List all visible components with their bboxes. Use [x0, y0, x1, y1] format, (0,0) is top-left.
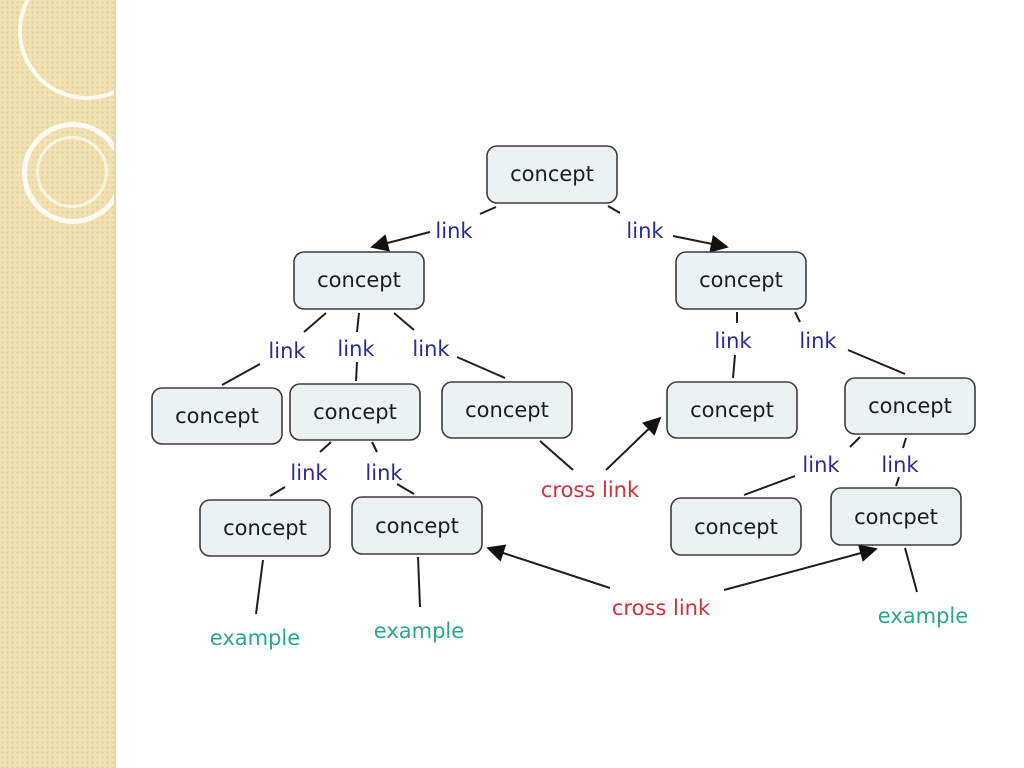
link-label: link [435, 219, 473, 243]
edge [732, 354, 736, 379]
concept-label: concept [317, 268, 401, 292]
arrow-edge [370, 231, 431, 252]
cross-link-label: cross link [541, 478, 640, 502]
link-label: link [802, 453, 840, 477]
link-label: link [290, 461, 328, 485]
concept-node: concept [670, 497, 802, 556]
concept-node: concept [351, 496, 483, 555]
link-label: link [412, 337, 450, 361]
edge [356, 312, 360, 333]
concept-node: concept [486, 145, 618, 204]
edge [417, 556, 421, 608]
concept-label: concept [694, 515, 778, 539]
decorative-ring [22, 122, 114, 224]
edge [255, 559, 264, 615]
concept-label: concept [699, 268, 783, 292]
link-label: link [268, 339, 306, 363]
edge [743, 475, 796, 496]
concept-label: concept [510, 162, 594, 186]
edge [371, 441, 378, 453]
concept-node: concept [151, 387, 283, 445]
concept-label: concpet [854, 505, 938, 529]
concept-node: concept [289, 383, 421, 441]
edge [539, 440, 574, 471]
concept-node: concept [675, 251, 807, 310]
link-label: link [881, 453, 919, 477]
edge [895, 476, 900, 487]
edges [221, 205, 918, 615]
edge [456, 356, 506, 379]
edge [355, 361, 358, 382]
arrow-edge [605, 416, 662, 471]
cross-link-label: cross link [612, 596, 711, 620]
link-label: link [714, 329, 752, 353]
edge [393, 312, 415, 331]
link-label: link [337, 337, 375, 361]
example-label: example [374, 619, 464, 643]
edge [904, 547, 918, 593]
edge [902, 437, 907, 449]
concept-label: concept [313, 400, 397, 424]
edge [269, 486, 286, 497]
concept-label: concept [223, 516, 307, 540]
slide-sidebar-decoration [0, 0, 116, 768]
concept-node: concept [293, 251, 425, 310]
example-label: example [878, 604, 968, 628]
edge [849, 436, 861, 448]
arrow-edge [486, 544, 611, 589]
concept-node: concept [441, 381, 573, 439]
link-label: link [626, 219, 664, 243]
concept-label: concept [690, 398, 774, 422]
edge [319, 441, 332, 453]
edge [303, 312, 327, 333]
concept-node: concept [199, 499, 331, 557]
decorative-ring [36, 136, 108, 208]
edge [479, 206, 497, 215]
concept-node: concept [844, 377, 976, 435]
concept-label: concept [375, 514, 459, 538]
link-label: link [799, 329, 837, 353]
arrow-edge [723, 544, 878, 591]
concept-label: concept [465, 398, 549, 422]
concept-node: concept [666, 381, 798, 439]
concept-label: concept [175, 404, 259, 428]
arrow-edge [672, 234, 729, 253]
concept-label: concept [868, 394, 952, 418]
link-label: link [365, 461, 403, 485]
concept-node: concpet [830, 487, 962, 546]
edge [794, 311, 801, 323]
edge [221, 363, 261, 386]
edge [607, 205, 621, 214]
example-label: example [210, 626, 300, 650]
edge [847, 349, 906, 375]
edge [396, 483, 415, 495]
